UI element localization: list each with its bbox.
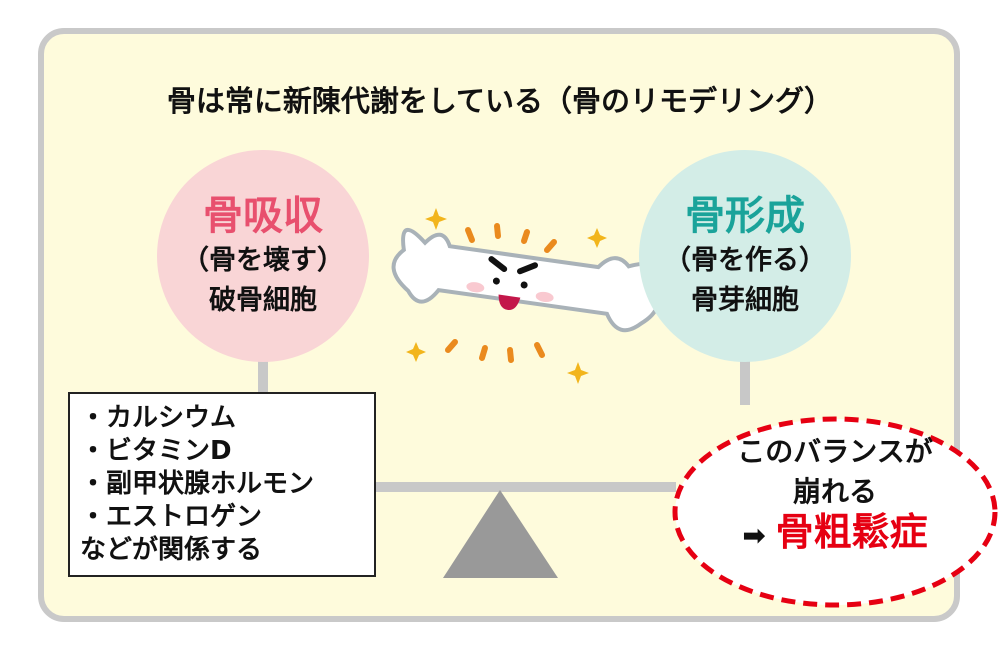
bone-formation-circle: 骨形成 （骨を作る） 骨芽細胞 xyxy=(639,150,851,362)
fulcrum-triangle xyxy=(443,490,558,578)
bone-resorption-circle: 骨吸収 （骨を壊す） 破骨細胞 xyxy=(157,150,369,362)
bone-character-icon xyxy=(391,228,660,333)
seesaw-beam xyxy=(376,482,676,492)
dashed-ellipse xyxy=(672,416,998,608)
bone-formation-heading: 骨形成 xyxy=(685,193,805,239)
factors-box: ・カルシウム ・ビタミンD ・副甲状腺ホルモン ・エストロゲン などが関係する xyxy=(68,392,376,577)
factor-item: ・副甲状腺ホルモン xyxy=(80,469,315,499)
factor-item: ・エストロゲン xyxy=(80,502,263,532)
sparkle-lines-icon xyxy=(445,223,557,363)
osteoporosis-label: 骨粗鬆症 xyxy=(775,510,928,554)
diagram-title: 骨は常に新陳代謝をしている（骨のリモデリング） xyxy=(166,84,834,118)
warning-line2: 崩れる xyxy=(792,475,877,508)
bone-resorption-heading: 骨吸収 xyxy=(203,193,323,239)
arrow-right-icon: ➡ xyxy=(742,519,766,552)
factor-item: ・ビタミンD xyxy=(80,436,232,466)
right-post xyxy=(740,355,750,405)
warning-text: このバランスが 崩れる ➡ 骨粗鬆症 xyxy=(675,432,995,556)
factor-item: ・カルシウム xyxy=(80,403,237,433)
osteoclast-label: 破骨細胞 xyxy=(209,285,317,316)
factors-footer: などが関係する xyxy=(80,535,263,565)
star-sparkles-icon xyxy=(406,208,607,384)
bone-formation-sub: （骨を作る） xyxy=(664,245,826,276)
left-post xyxy=(258,355,268,395)
warning-line1: このバランスが xyxy=(737,435,933,468)
osteoblast-label: 骨芽細胞 xyxy=(691,285,799,316)
bone-resorption-sub: （骨を壊す） xyxy=(182,245,344,276)
